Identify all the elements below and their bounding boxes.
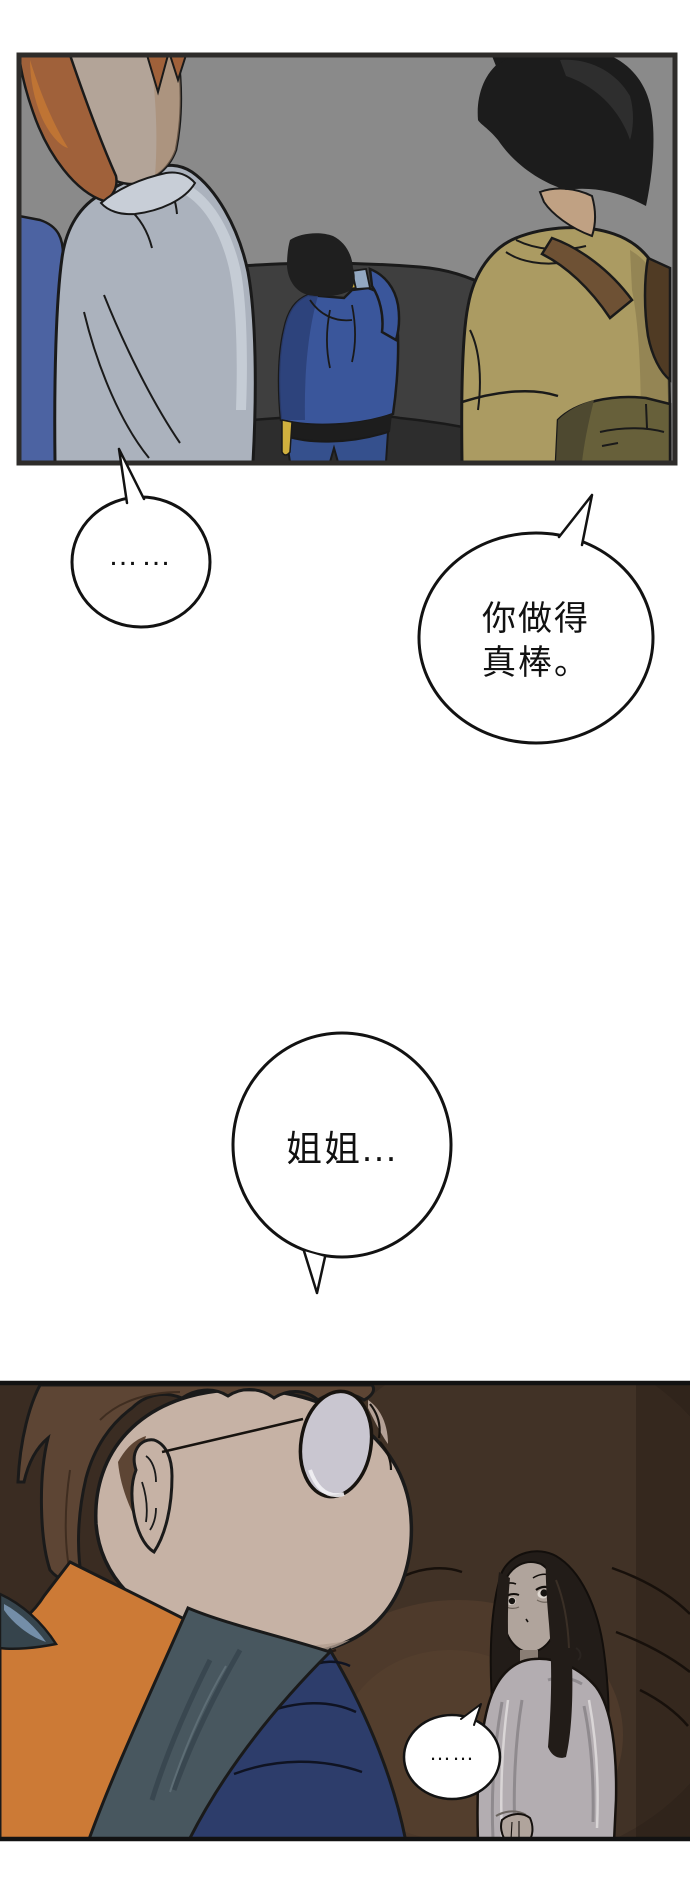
character-child-blue-jacket xyxy=(277,233,401,463)
raised-sleeve xyxy=(368,267,401,342)
glasses-lens xyxy=(298,1389,374,1499)
blue-pants xyxy=(284,430,390,463)
teal-drape xyxy=(87,1606,333,1839)
character-black-hair-back xyxy=(460,55,672,463)
girl-hand xyxy=(500,1813,534,1839)
praise-line-1: 你做得 xyxy=(482,600,590,638)
glasses-icon xyxy=(161,1389,393,1499)
boy-hair xyxy=(16,1383,376,1584)
bubble-text-praise: 你做得真棒。 xyxy=(416,597,656,685)
yellow-strap xyxy=(281,419,293,456)
character-boy-glasses xyxy=(0,1383,414,1839)
character-orange-hair-back xyxy=(19,55,257,463)
bubble-text-silence-girl: …… xyxy=(429,1740,475,1765)
speech-bubble-silence-top xyxy=(70,447,212,629)
pack-strap xyxy=(540,236,634,320)
background-lines xyxy=(403,1566,690,1727)
waistband xyxy=(283,414,392,442)
panel-2-dark-room-scene xyxy=(0,1380,690,1842)
child-hair xyxy=(287,233,355,297)
panel2-border xyxy=(0,1380,690,1842)
speech-bubbles xyxy=(70,447,655,1801)
speech-bubble-silence-girl xyxy=(402,1703,502,1801)
speech-bubble-sister xyxy=(231,1031,453,1295)
panel1-border xyxy=(16,52,678,466)
panel-1-cave-scene xyxy=(16,52,678,466)
speech-bubble-praise xyxy=(417,493,655,745)
praise-line-2: 真棒。 xyxy=(482,644,590,682)
bubble-text-sister: 姐姐... xyxy=(285,1128,398,1169)
pale-shirt xyxy=(53,163,257,463)
character-girl-long-hair xyxy=(476,1550,618,1839)
bubble-text-silence-top: …… xyxy=(108,539,174,572)
girl-nose xyxy=(525,1618,529,1623)
shirt-collar xyxy=(99,171,197,216)
backpack xyxy=(643,256,672,383)
boy-ear xyxy=(130,1438,174,1555)
blue-highlight-streak xyxy=(4,1604,46,1642)
